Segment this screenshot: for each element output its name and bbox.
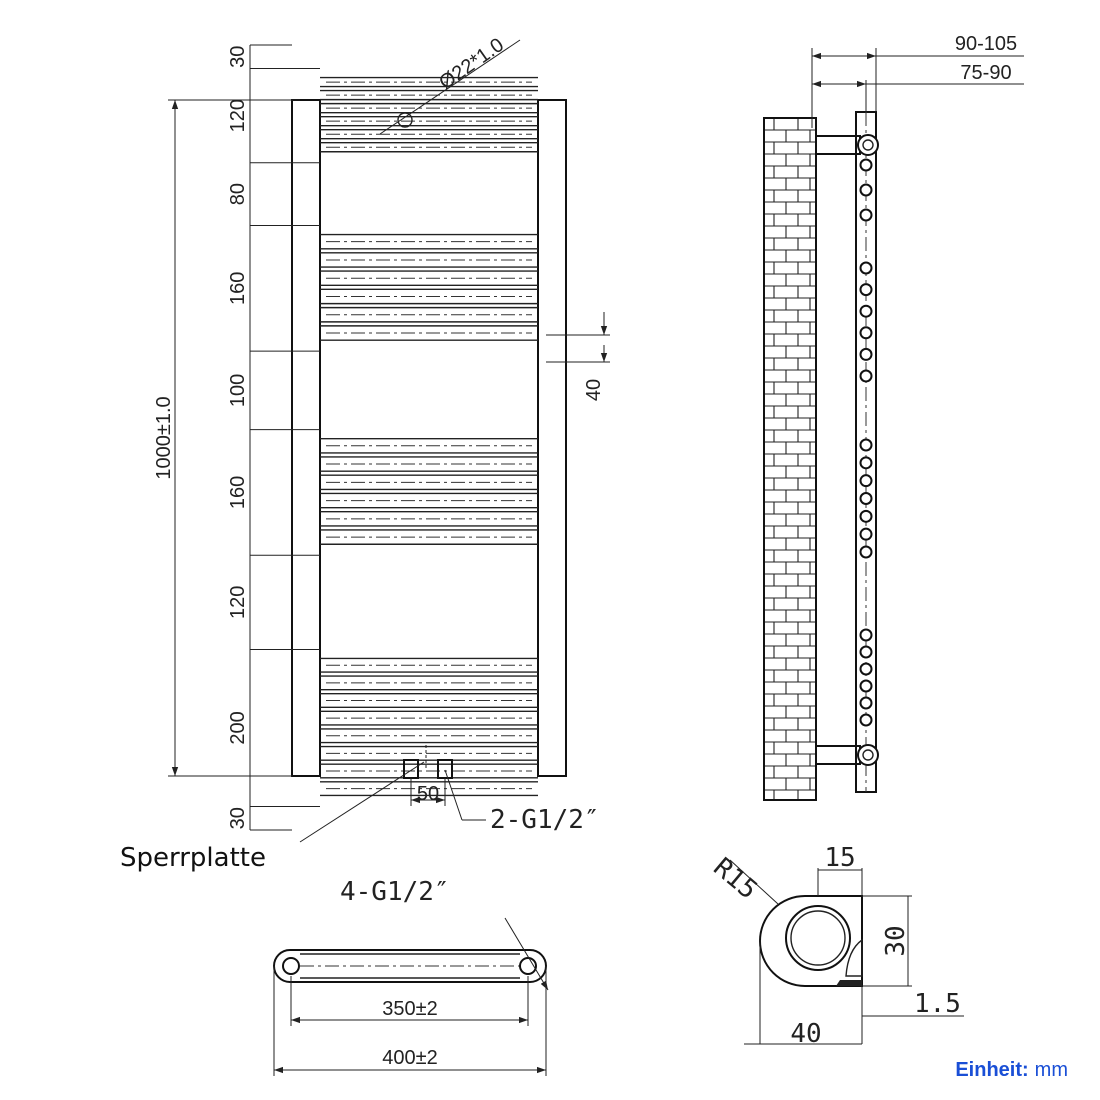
wall-bracket-bottom xyxy=(815,744,879,766)
mount-hole xyxy=(859,183,873,197)
side-view: 90-105 75-90 xyxy=(763,33,1024,801)
bottom-connections: 50 2-G1/2″ Sperrplatte xyxy=(120,745,600,873)
mount-hole xyxy=(859,713,873,727)
profile-tube xyxy=(785,905,851,971)
radius-label: R15 xyxy=(708,852,763,905)
segment-label: 30 xyxy=(227,807,249,829)
mount-hole xyxy=(859,326,873,340)
tube-layer xyxy=(320,76,538,797)
total-width-label: 400±2 xyxy=(382,1047,437,1069)
offset-dimension: 40 xyxy=(546,312,610,401)
total-height-dimension: 1000±1.0 xyxy=(153,99,300,777)
pipe-diameter-label: Ø22*1.0 xyxy=(435,34,508,94)
segment-dimension-layer: 30 120 80 160 100 160 120 200 30 xyxy=(227,44,320,831)
mount-hole xyxy=(859,283,873,297)
depth-outer-label: 90-105 xyxy=(955,33,1017,55)
front-view: 30 120 80 160 100 160 120 200 30 1000±1.0 Ø22*1.… xyxy=(120,34,610,873)
mount-hole xyxy=(859,369,873,383)
pipe-diameter-callout: Ø22*1.0 xyxy=(379,34,521,135)
connection-label: 2-G1/2″ xyxy=(490,805,600,835)
segment-label: 30 xyxy=(227,46,249,68)
mount-hole xyxy=(859,474,873,488)
svg-text:Einheit:mm: Einheit: mm xyxy=(955,1059,1068,1081)
top-right-connection xyxy=(519,957,537,975)
unit-value: mm xyxy=(1035,1059,1068,1081)
depth-dimensions: 90-105 75-90 xyxy=(811,33,1024,128)
mount-hole xyxy=(859,645,873,659)
mount-hole xyxy=(859,304,873,318)
segment-label: 200 xyxy=(227,711,249,744)
brick-wall xyxy=(763,117,817,801)
unit-note: Einheit: mm xyxy=(955,1059,1068,1081)
wall-label: 1.5 xyxy=(914,989,961,1019)
mount-hole xyxy=(859,261,873,275)
segment-label: 120 xyxy=(227,586,249,619)
segment-label: 160 xyxy=(227,476,249,509)
mount-hole xyxy=(859,347,873,361)
blocking-plate-label: Sperrplatte xyxy=(120,843,266,873)
mount-hole xyxy=(859,492,873,505)
connection-spacing-label: 50 xyxy=(417,783,439,805)
center-width-label: 350±2 xyxy=(382,998,437,1020)
left-column xyxy=(291,99,321,777)
segment-label: 120 xyxy=(227,99,249,132)
right-column xyxy=(537,99,567,777)
wall-bracket-top xyxy=(815,134,879,156)
mount-hole xyxy=(859,696,873,710)
mount-hole xyxy=(859,527,873,541)
unit-key: Einheit: xyxy=(955,1059,1028,1081)
mount-hole xyxy=(859,438,873,452)
side-hole-layer xyxy=(859,158,873,727)
top-left-connection xyxy=(282,957,300,975)
width-top-label: 15 xyxy=(824,843,855,873)
mount-hole xyxy=(859,628,873,642)
total-height-label: 1000±1.0 xyxy=(153,396,175,479)
mount-hole xyxy=(859,679,873,693)
segment-label: 160 xyxy=(227,272,249,305)
top-connection-label: 4-G1/2″ xyxy=(340,877,450,907)
mount-hole xyxy=(859,456,873,470)
mount-hole xyxy=(859,509,873,523)
segment-label: 80 xyxy=(227,183,249,205)
segment-label: 100 xyxy=(227,374,249,407)
top-view: 4-G1/2″ 350±2 400±2 xyxy=(273,877,549,1076)
offset-label: 40 xyxy=(583,379,605,401)
height-label: 30 xyxy=(881,925,911,956)
profile-detail: R15 15 30 1.5 40 xyxy=(708,843,964,1049)
mount-hole xyxy=(859,662,873,676)
depth-inner-label: 75-90 xyxy=(960,62,1011,84)
mount-hole xyxy=(859,545,873,559)
mount-hole xyxy=(859,158,873,172)
width-bottom-label: 40 xyxy=(790,1019,821,1049)
mount-hole xyxy=(859,208,873,222)
